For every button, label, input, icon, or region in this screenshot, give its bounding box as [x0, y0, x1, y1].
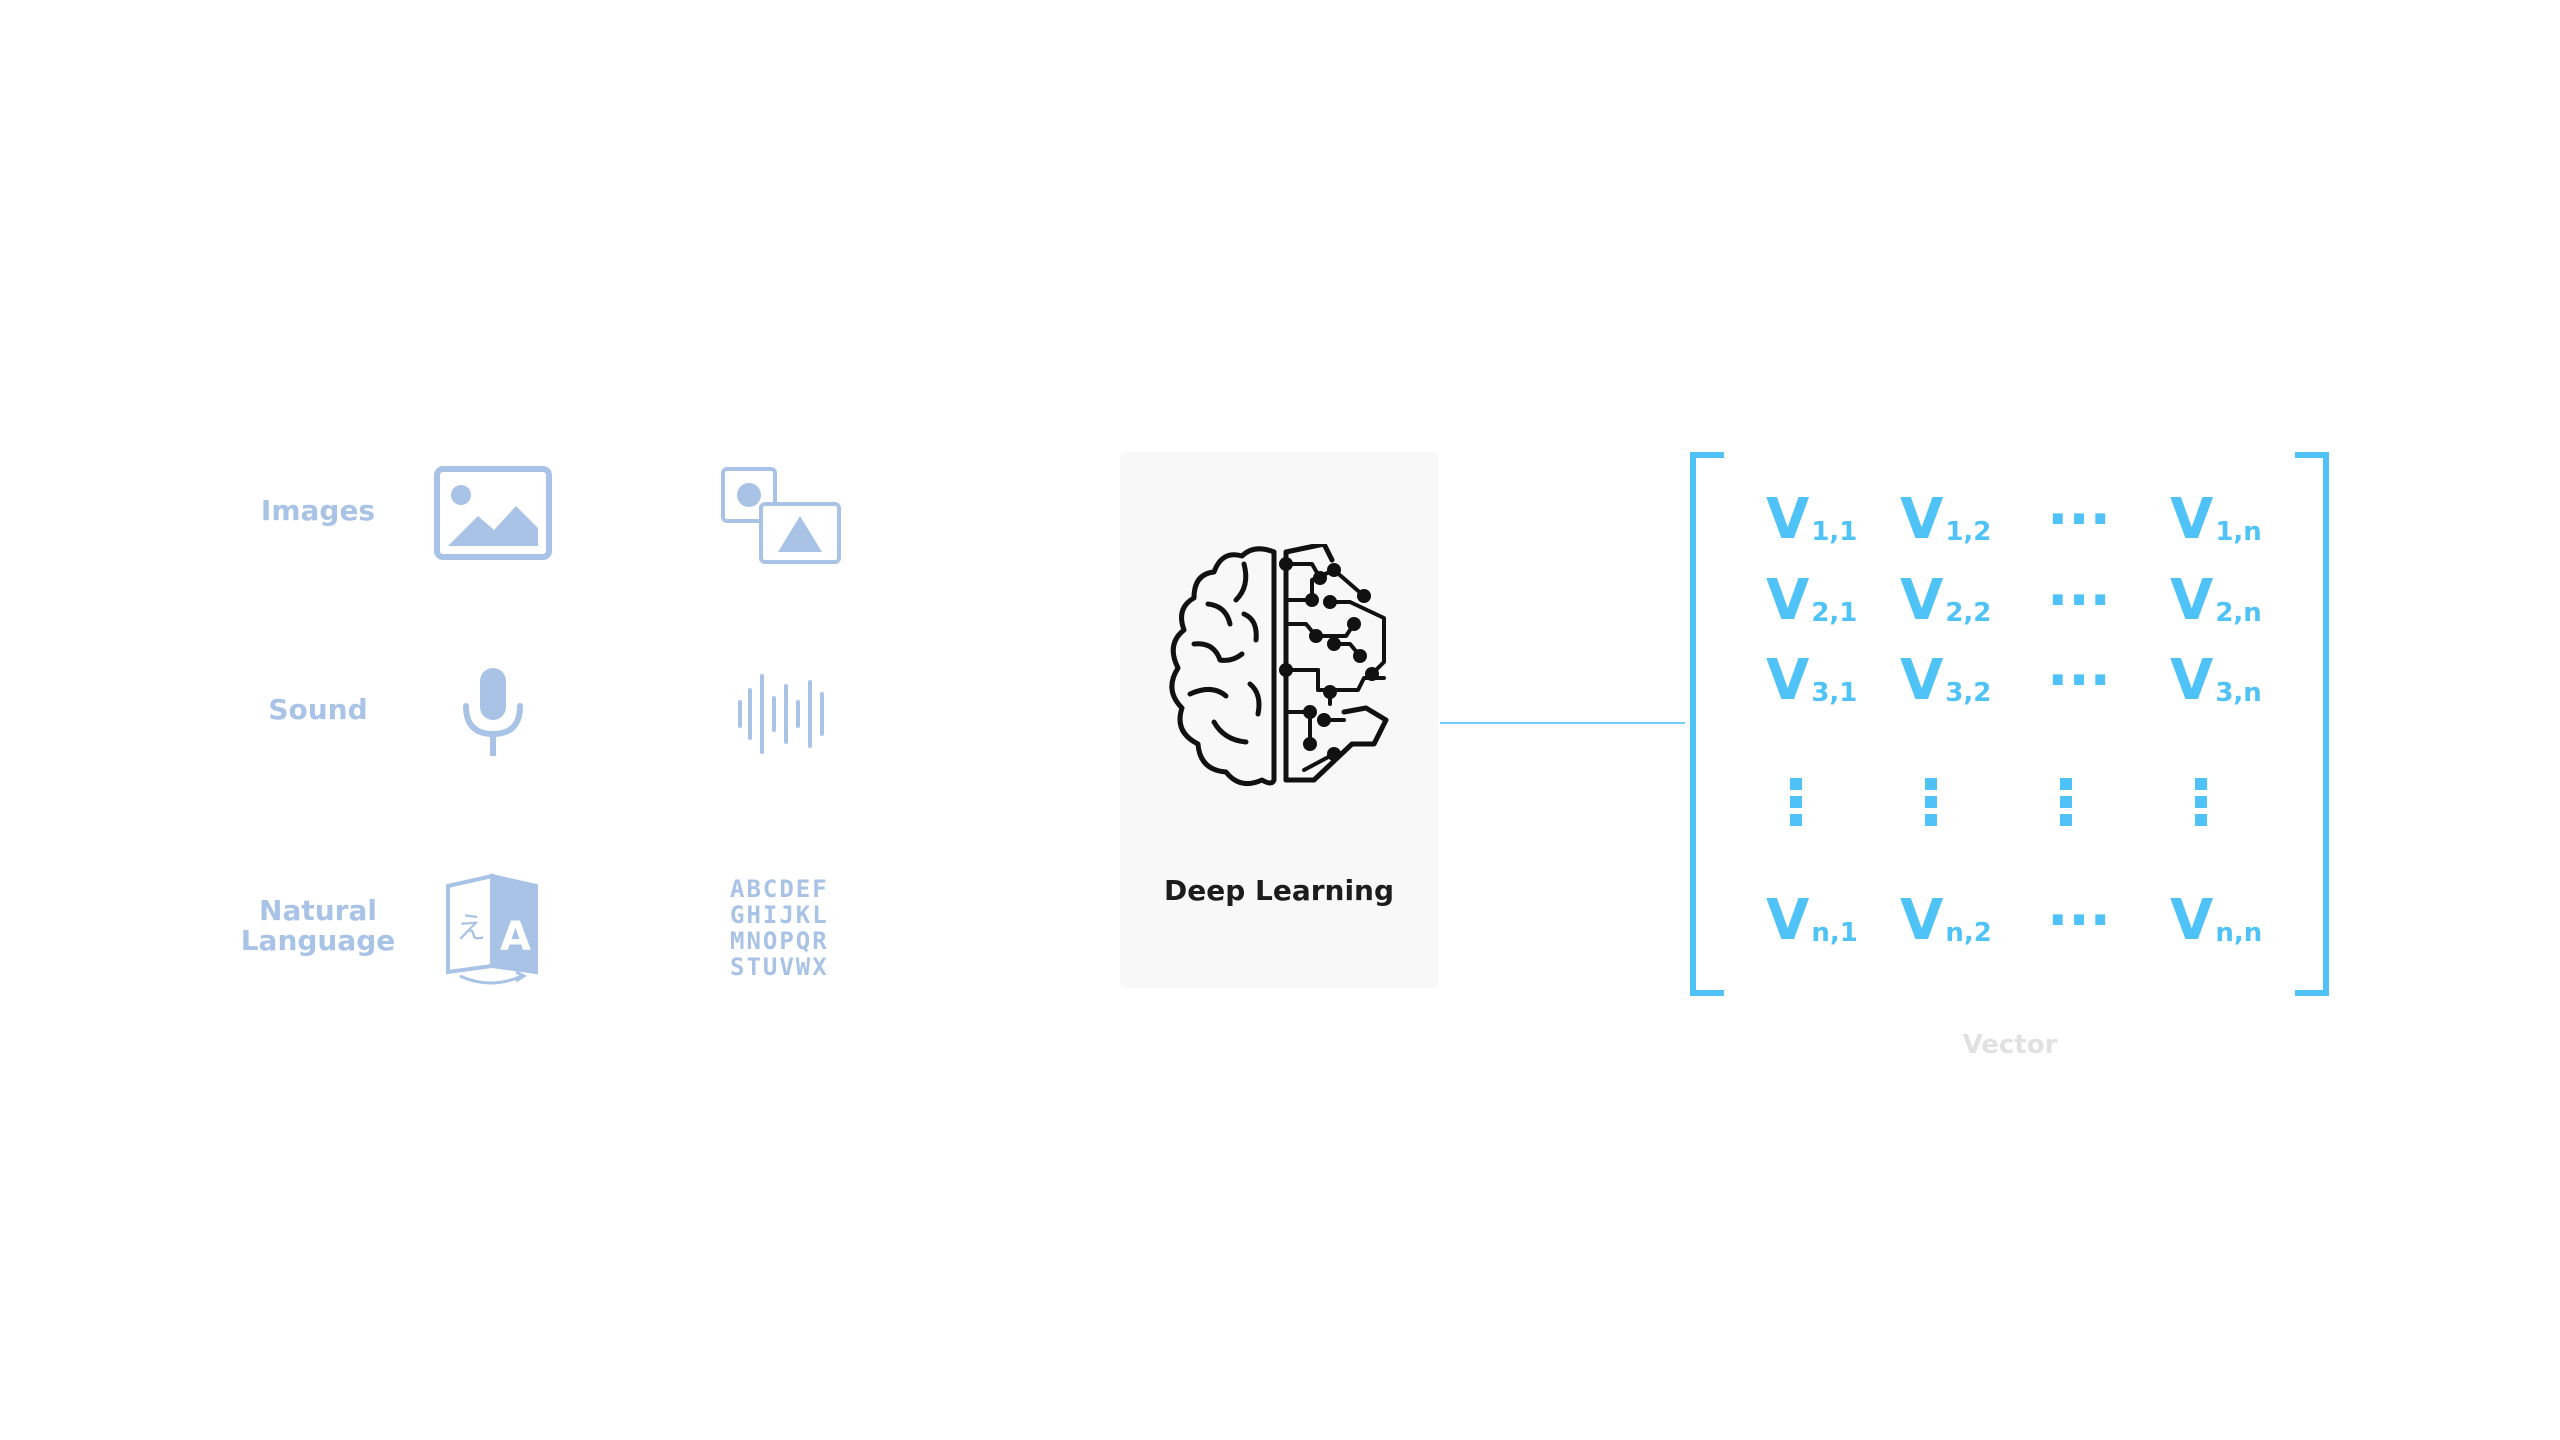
waveform-icon — [738, 674, 824, 754]
matrix-cell-subscript: 2,2 — [1945, 598, 1992, 628]
matrix-cell: Vn,2 — [1900, 886, 2030, 956]
matrix-cell-subscript: 3,n — [2215, 678, 2262, 708]
matrix-cell-subscript: 1,2 — [1945, 517, 1992, 547]
matrix-ellipsis: ... — [2047, 473, 2111, 538]
matrix-cell: V2,n — [2170, 566, 2300, 636]
matrix-cell-symbol: V — [1900, 568, 1944, 633]
matrix-ellipsis: ... — [2047, 554, 2111, 619]
microphone-icon — [463, 668, 523, 756]
matrix-cell: V1,1 — [1766, 485, 1896, 555]
matrix-cell: V2,2 — [1900, 566, 2030, 636]
matrix-cell: Vn,1 — [1766, 886, 1896, 956]
row-label-images: Images — [260, 494, 376, 527]
matrix-cell-subscript: 3,2 — [1945, 678, 1992, 708]
matrix-cell-subscript: 3,1 — [1811, 678, 1858, 708]
matrix-cell-subscript: n,n — [2215, 918, 2263, 948]
vertical-dots-col-1 — [1786, 778, 1806, 832]
matrix-bracket-right — [2295, 452, 2329, 996]
translate-icon: え A — [446, 873, 538, 985]
vertical-dots-col-3 — [2056, 778, 2076, 832]
matrix-ellipsis: ... — [2047, 634, 2111, 699]
vector-label: Vector — [1962, 1030, 2058, 1060]
matrix-cell: V1,n — [2170, 485, 2300, 555]
matrix-cell: V3,1 — [1766, 646, 1896, 716]
matrix-cell-symbol: V — [1766, 568, 1810, 633]
row-label-sound: Sound — [268, 693, 368, 726]
matrix-cell-symbol: V — [2170, 648, 2214, 713]
matrix-cell-symbol: V — [1900, 487, 1944, 552]
matrix-cell: Vn,n — [2170, 886, 2300, 956]
svg-text:A: A — [500, 914, 531, 960]
vertical-dots-col-4 — [2191, 778, 2211, 832]
deep-learning-box: Deep Learning — [1120, 452, 1438, 988]
alphabet-line-1: ABCDEF — [730, 875, 829, 903]
matrix-cell-symbol: V — [2170, 888, 2214, 953]
matrix-cell-subscript: 2,n — [2215, 598, 2262, 628]
matrix-cell-subscript: 2,1 — [1811, 598, 1858, 628]
vertical-dots-col-2 — [1921, 778, 1941, 832]
matrix-cell: V2,1 — [1766, 566, 1896, 636]
row-label-natural-language: Natural Language — [240, 894, 396, 957]
matrix-cell-symbol: V — [1766, 487, 1810, 552]
matrix-cell-subscript: n,2 — [1945, 918, 1992, 948]
svg-text:え: え — [456, 911, 486, 946]
matrix-cell: V1,2 — [1900, 485, 2030, 555]
alphabet-line-3: MNOPQR — [730, 927, 829, 955]
matrix-cell: V3,n — [2170, 646, 2300, 716]
matrix-cell: V3,2 — [1900, 646, 2030, 716]
matrix-bracket-left — [1690, 452, 1724, 996]
matrix-cell-symbol: V — [2170, 568, 2214, 633]
matrix-cell-subscript: 1,n — [2215, 517, 2262, 547]
images-stack-icon — [721, 467, 841, 564]
brain-circuit-icon — [1169, 544, 1389, 787]
matrix-cell-symbol: V — [1766, 648, 1810, 713]
alphabet-line-4: STUVWX — [730, 953, 829, 981]
matrix-cell-symbol: V — [1900, 648, 1944, 713]
alphabet-line-2: GHIJKL — [730, 901, 829, 929]
matrix-cell-subscript: 1,1 — [1811, 517, 1858, 547]
matrix-cell-symbol: V — [1900, 888, 1944, 953]
matrix-ellipsis: ... — [2047, 874, 2111, 939]
matrix-cell-symbol: V — [2170, 487, 2214, 552]
deep-learning-label: Deep Learning — [1163, 874, 1395, 907]
matrix-cell-symbol: V — [1766, 888, 1810, 953]
image-icon — [434, 466, 552, 560]
matrix-cell-subscript: n,1 — [1811, 918, 1858, 948]
